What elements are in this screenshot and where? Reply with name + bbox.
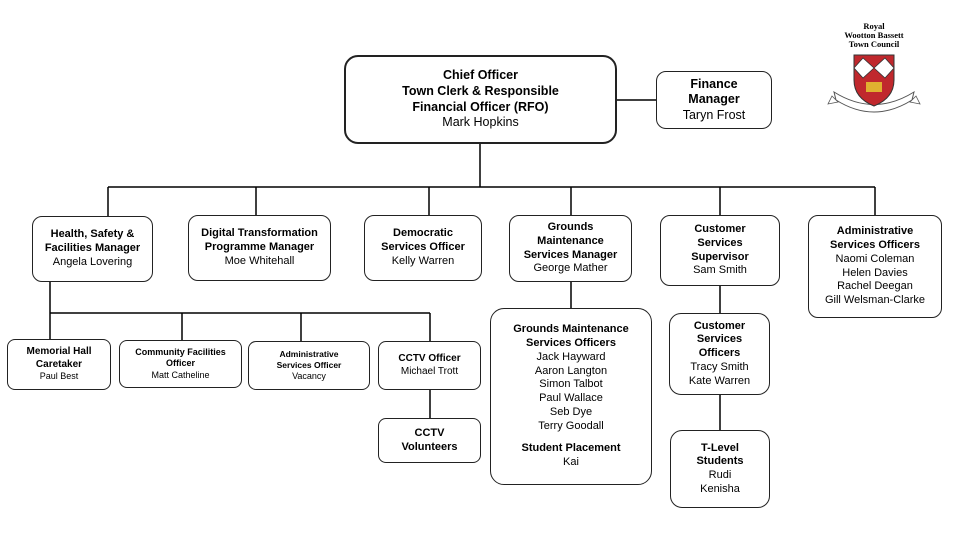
staff-title: Memorial Hall Caretaker <box>26 346 92 370</box>
staff-name: Paul Best <box>39 371 79 382</box>
grounds-officers-title: Grounds Maintenance Services Officers <box>513 323 629 349</box>
staff-title: Administrative Services Officer <box>276 349 342 370</box>
manager-box-health-safety: Health, Safety & Facilities Manager Ange… <box>32 216 153 282</box>
manager-box-digital: Digital Transformation Programme Manager… <box>188 215 331 281</box>
manager-title: Administrative Services Officers <box>830 225 920 251</box>
staff-box-cctv-officer: CCTV Officer Michael Trott <box>378 341 481 390</box>
manager-name: Sam Smith <box>693 264 747 277</box>
manager-box-democratic: Democratic Services Officer Kelly Warren <box>364 215 482 281</box>
student-placement-name: Kai <box>563 456 579 468</box>
manager-name: George Mather <box>533 262 608 275</box>
tlevel-title: T-Level Students <box>696 441 744 468</box>
customer-officers-title: Customer Services Officers <box>693 319 746 360</box>
staff-title: CCTV Officer <box>398 353 461 364</box>
manager-name: Kelly Warren <box>391 254 455 267</box>
chief-officer-title: Chief Officer Town Clerk & Responsible F… <box>402 68 559 114</box>
manager-box-customer: Customer Services Supervisor Sam Smith <box>660 215 780 286</box>
customer-officers-box: Customer Services Officers Tracy Smith K… <box>669 313 770 395</box>
manager-title: Democratic Services Officer <box>381 227 465 254</box>
manager-box-admin: Administrative Services Officers Naomi C… <box>808 215 942 318</box>
finance-manager-name: Taryn Frost <box>682 107 746 122</box>
logo-text: Royal Wootton Bassett Town Council <box>844 21 904 49</box>
shield-crest-icon <box>827 54 921 113</box>
staff-name: Matt Catheline <box>151 369 210 380</box>
staff-box-memorial-hall: Memorial Hall Caretaker Paul Best <box>7 339 111 390</box>
staff-name: Michael Trott <box>400 365 459 377</box>
manager-name: Naomi Coleman Helen Davies Rachel Deegan… <box>824 252 926 306</box>
tlevel-students-box: T-Level Students Rudi Kenisha <box>670 430 770 508</box>
manager-title: Grounds Maintenance Services Manager <box>523 221 618 261</box>
grounds-officers-box: Grounds Maintenance Services Officers Ja… <box>490 308 652 485</box>
staff-box-admin-officer: Administrative Services Officer Vacancy <box>248 341 370 390</box>
chief-officer-box: Chief Officer Town Clerk & Responsible F… <box>344 55 617 144</box>
cctv-volunteers-title: CCTV Volunteers <box>401 426 458 453</box>
finance-manager-title: Finance Manager <box>688 76 740 107</box>
cctv-volunteers-box: CCTV Volunteers <box>378 418 481 463</box>
finance-manager-box: Finance Manager Taryn Frost <box>656 71 772 129</box>
council-logo: Royal Wootton Bassett Town Council <box>826 22 922 122</box>
customer-officers-names: Tracy Smith Kate Warren <box>688 360 751 387</box>
manager-name: Moe Whitehall <box>224 254 295 267</box>
grounds-officers-names: Jack Hayward Aaron Langton Simon Talbot … <box>534 350 608 432</box>
staff-title: Community Facilities Officer <box>135 347 226 369</box>
manager-name: Angela Lovering <box>52 255 133 268</box>
manager-box-grounds: Grounds Maintenance Services Manager Geo… <box>509 215 632 282</box>
staff-box-community-facilities: Community Facilities Officer Matt Cathel… <box>119 340 242 388</box>
manager-title: Health, Safety & Facilities Manager <box>44 228 141 255</box>
manager-title: Digital Transformation Programme Manager <box>201 227 318 254</box>
chief-officer-name: Mark Hopkins <box>442 115 519 130</box>
manager-title: Customer Services Supervisor <box>691 223 749 263</box>
tlevel-names: Rudi Kenisha <box>700 469 740 495</box>
staff-name: Vacancy <box>292 370 326 381</box>
student-placement-title: Student Placement <box>521 442 621 455</box>
